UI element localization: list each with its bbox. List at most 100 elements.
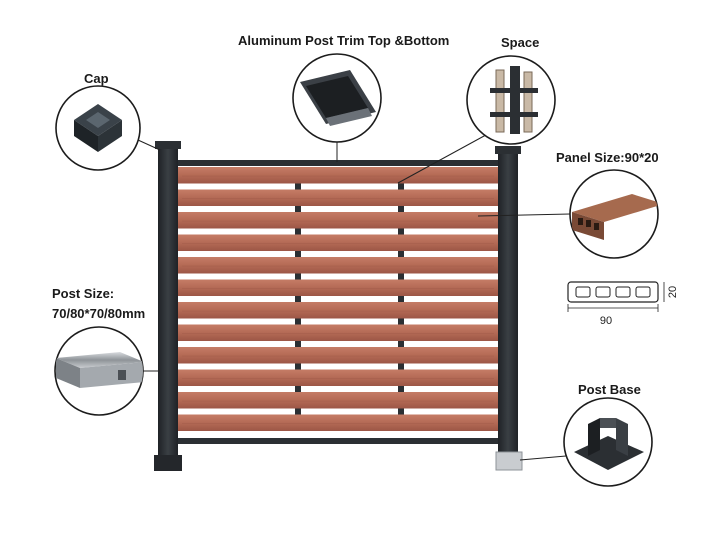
fence-spacer (295, 228, 301, 235)
fence-spacer (398, 251, 404, 257)
trim-image (300, 70, 376, 126)
space-clip-bottom (490, 112, 538, 117)
fence-spacer (398, 273, 404, 280)
fence-spacer (398, 183, 404, 190)
fence-spacer (295, 273, 301, 280)
fence-spacer (295, 363, 301, 370)
leader-base (519, 455, 567, 461)
fence-spacer (295, 318, 301, 325)
fence-board (178, 302, 498, 319)
cross-section-hole-4 (635, 286, 651, 298)
left-post-base (154, 455, 182, 471)
trim-callout (292, 53, 382, 143)
space-spacer-right (523, 71, 533, 133)
fence-board (178, 234, 498, 251)
base-bracket-back (600, 418, 616, 428)
fence-board (178, 212, 498, 229)
label-post-size-2: 70/80*70/80mm (52, 306, 145, 321)
label-panel: Panel Size:90*20 (556, 150, 659, 165)
fence-spacer (398, 296, 404, 302)
right-post-base (495, 451, 523, 471)
bottom-rail (170, 438, 506, 444)
leader-cap (137, 139, 161, 151)
cross-section-hole-1 (575, 286, 591, 298)
fence-boards (178, 167, 498, 431)
fence-spacer (295, 251, 301, 257)
label-space: Space (501, 35, 539, 50)
right-post (498, 150, 518, 470)
fence-board (178, 369, 498, 386)
post-profile-side (80, 362, 143, 388)
base-bracket-right (616, 418, 628, 456)
label-trim: Aluminum Post Trim Top &Bottom (238, 33, 449, 48)
space-spacer-mid (510, 66, 520, 134)
fence-board (178, 392, 498, 409)
post-image (56, 352, 143, 388)
space-image (490, 66, 538, 134)
base-bracket-left (588, 418, 600, 456)
panel-hole-2 (586, 220, 591, 227)
fence-spacer (398, 206, 404, 212)
trim-channel-edge (326, 108, 372, 126)
fence-board (178, 347, 498, 364)
leader-panel (477, 213, 571, 217)
fence-board (178, 414, 498, 431)
post-callout (54, 326, 144, 416)
post-base-callout (563, 397, 653, 487)
panel-callout (569, 169, 659, 259)
labels: Aluminum Post Trim Top &Bottom Space Cap… (52, 33, 659, 397)
post-base-image (574, 418, 644, 470)
fence-board (178, 279, 498, 296)
label-post-size-1: Post Size: (52, 286, 114, 301)
fence-spacer (295, 408, 301, 415)
panel-cross-section (567, 281, 665, 312)
panel-image (572, 194, 658, 240)
panel-hole-3 (594, 223, 599, 230)
fence-spacer (295, 183, 301, 190)
leader-lines (137, 129, 571, 461)
fence-spacer (295, 296, 301, 302)
right-post-cap (495, 146, 521, 154)
label-post-base: Post Base (578, 382, 641, 397)
cross-section-hole-2 (595, 286, 611, 298)
fence-spacer (398, 363, 404, 370)
post-profile-front (56, 358, 80, 388)
fence-spacer (398, 408, 404, 415)
space-spacer-left (495, 69, 505, 133)
trim-channel-inner (306, 76, 368, 118)
panel-board-top (572, 194, 658, 222)
post-profile-top (56, 352, 143, 368)
cap-pyramid (86, 112, 110, 128)
leader-space (397, 129, 496, 184)
cap-callout (55, 85, 141, 171)
left-post-cap (155, 141, 181, 149)
fence-board (178, 324, 498, 341)
fence (154, 141, 523, 471)
cross-section-hole-3 (615, 286, 631, 298)
fence-board (178, 167, 498, 184)
post-profile-slot (118, 370, 126, 380)
fence-spacer (295, 206, 301, 212)
fence-spacer (398, 318, 404, 325)
fence-spacer (398, 228, 404, 235)
space-callout (466, 55, 556, 145)
cap-side-right (98, 120, 122, 152)
left-post (158, 145, 178, 470)
fence-spacer (398, 386, 404, 392)
fence-board (178, 189, 498, 206)
space-clip-top (490, 88, 538, 93)
dim-width-label: 90 (600, 315, 612, 327)
dimension-labels: 90 20 (600, 286, 679, 327)
cross-section-outline (567, 281, 659, 303)
dim-height-label: 20 (667, 286, 679, 298)
fence-board (178, 257, 498, 274)
panel-hole-1 (578, 218, 583, 225)
cap-image (74, 104, 122, 152)
label-cap: Cap (84, 71, 109, 86)
fence-spacer (295, 386, 301, 392)
cap-side-left (74, 120, 98, 152)
fence-spacer (398, 341, 404, 347)
top-rail (170, 160, 506, 166)
fence-spacer (295, 341, 301, 347)
